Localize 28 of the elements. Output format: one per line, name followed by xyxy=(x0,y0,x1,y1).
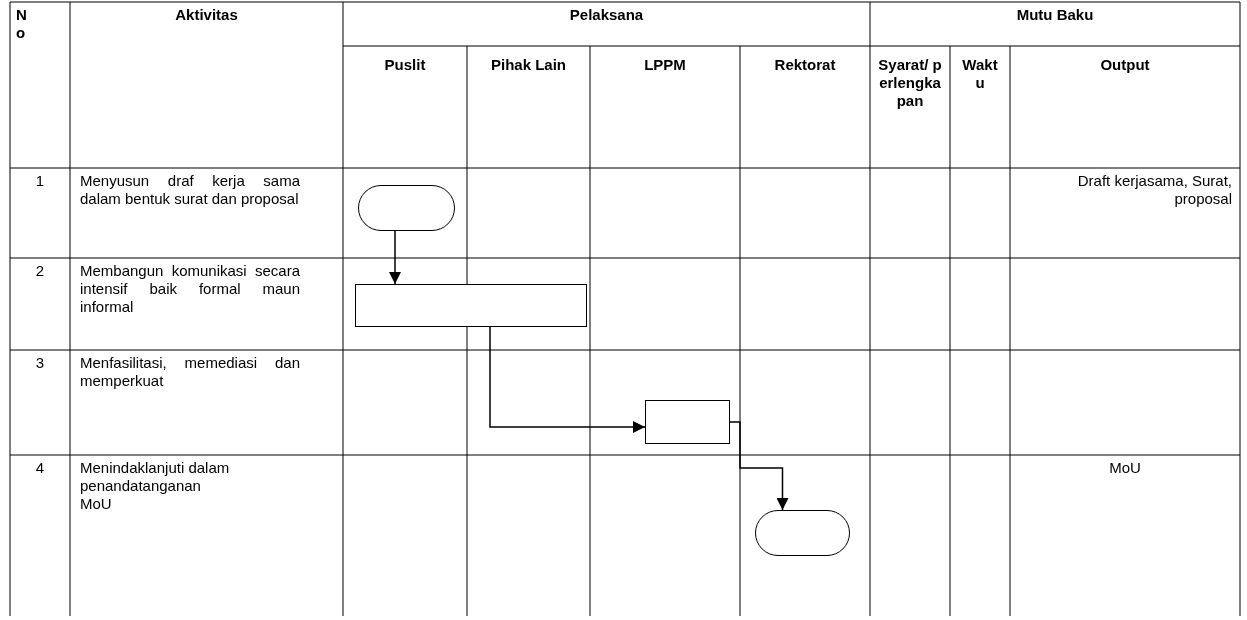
row-number: 4 xyxy=(34,459,46,477)
output-text: MoU xyxy=(1108,459,1142,477)
activity-text: Menfasilitasi, memediasi dan memperkuat xyxy=(80,354,300,390)
table-header: LPPM xyxy=(643,56,687,74)
table-header: No xyxy=(16,6,28,42)
table-header: Pelaksana xyxy=(568,6,645,24)
row-number: 1 xyxy=(34,172,46,190)
arrow xyxy=(729,421,789,511)
activity-text: Menyusun draf kerja sama dalam bentuk surat dan proposal xyxy=(80,172,300,208)
table-header: Syarat/ perlengkapan xyxy=(877,56,943,110)
activity-text: Membangun komunikasi secara intensif baik formal maun informal xyxy=(80,262,300,316)
table-header: Rektorat xyxy=(773,56,837,74)
table-header: Puslit xyxy=(383,56,427,74)
table-header: Waktu xyxy=(962,56,998,92)
table-header: Pihak Lain xyxy=(490,56,567,74)
table-header: Output xyxy=(1099,56,1151,74)
row-number: 3 xyxy=(34,354,46,372)
terminator-shape xyxy=(755,510,850,556)
arrow xyxy=(489,326,646,433)
terminator-shape xyxy=(358,185,455,231)
process-box xyxy=(645,400,730,444)
process-box xyxy=(355,284,587,327)
arrow xyxy=(389,230,401,285)
output-text: Draft kerjasama, Surat, proposal xyxy=(1076,172,1232,208)
table-header: Mutu Baku xyxy=(1015,6,1095,24)
activity-text: Menindaklanjuti dalam penandatanganan MoU xyxy=(80,459,230,513)
row-number: 2 xyxy=(34,262,46,280)
table-header: Aktivitas xyxy=(174,6,239,24)
